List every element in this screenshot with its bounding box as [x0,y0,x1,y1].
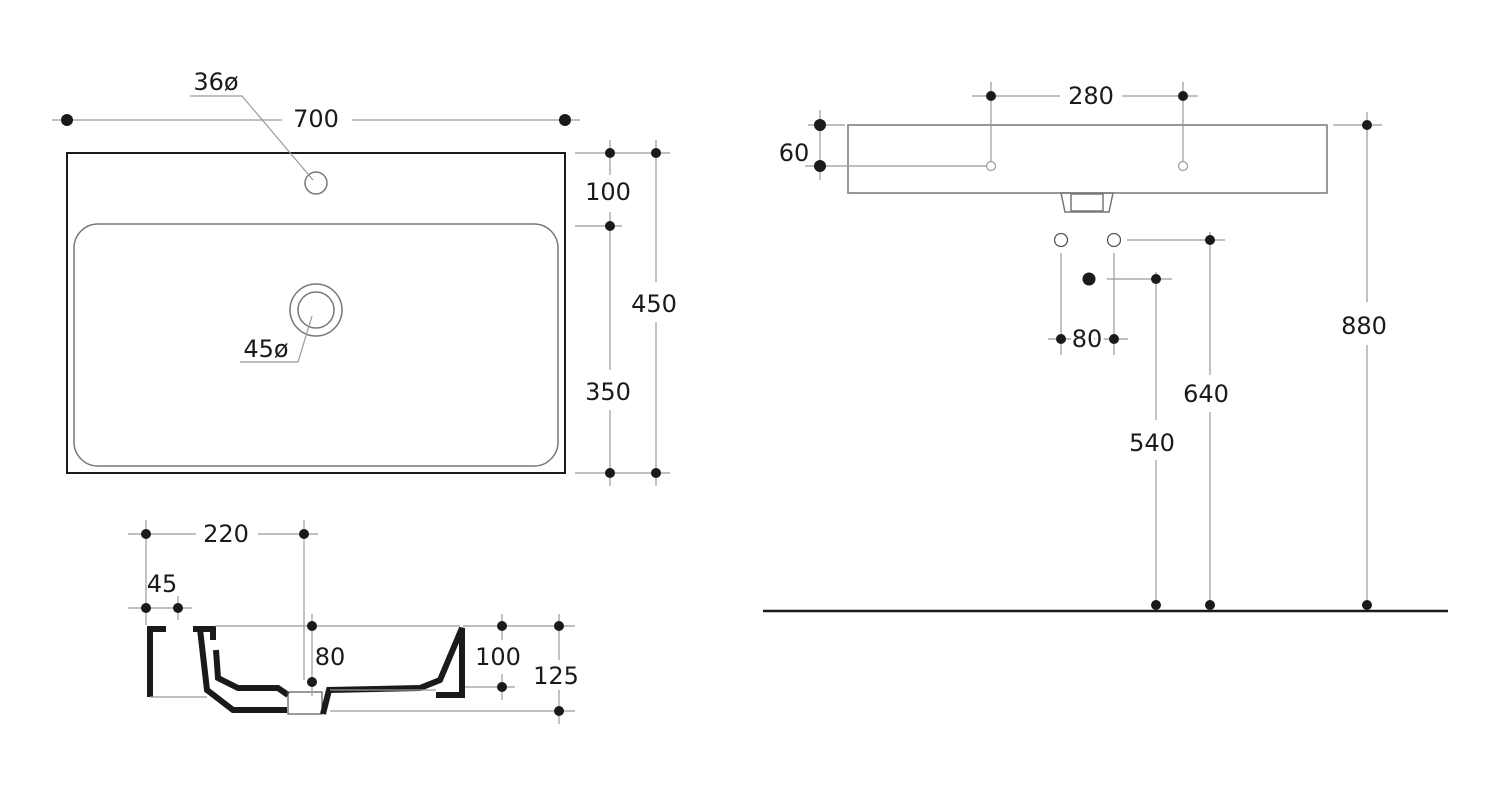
section-view: 220 45 80 100 125 [128,520,579,724]
drain-inner [297,291,335,329]
dim-drain-hole: 45ø [243,335,288,363]
dim-rim-depth: 100 [585,178,631,206]
basin-outline [66,152,566,474]
dim-bowl-depth: 350 [585,378,631,406]
dim-wall: 45 [147,570,178,598]
dim-tap-hole: 36ø [193,68,238,96]
dim-drain-offset: 220 [203,520,249,548]
dim-fixing-spacing: 280 [1068,82,1114,110]
dim-drain-height: 80 [315,643,346,671]
dim-waste-height-low: 540 [1129,429,1175,457]
basin-front-outline [847,124,1328,194]
dim-total-height: 125 [533,662,579,690]
dim-width: 700 [293,105,339,133]
front-view: 280 60 640 540 80 880 [763,82,1448,613]
tap-hole [304,171,328,195]
dim-waste-height-high: 640 [1183,380,1229,408]
dim-total-depth: 450 [631,290,677,318]
top-view: 700 36ø 45ø 100 350 450 [52,68,677,486]
dim-waste-spacing: 80 [1072,325,1103,353]
bowl-outline [73,223,559,467]
dim-rim-height: 880 [1341,312,1387,340]
dim-fixing-height: 60 [779,139,810,167]
dim-bowl-height: 100 [475,643,521,671]
drain-outer [289,283,343,337]
